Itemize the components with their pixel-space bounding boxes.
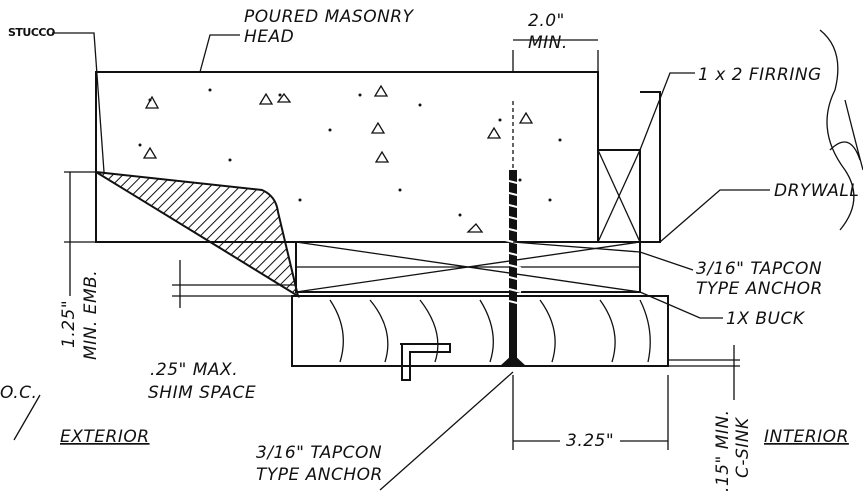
label-embed: 1.25" bbox=[59, 300, 79, 348]
drywall bbox=[640, 91, 661, 243]
label-3-25: 3.25" bbox=[566, 431, 614, 451]
aggregate-triangles bbox=[142, 84, 534, 233]
label-csink-min: .15" MIN. bbox=[713, 409, 733, 492]
label-type-anchor-right: TYPE ANCHOR bbox=[696, 279, 823, 299]
window-frame-hook bbox=[400, 343, 451, 381]
label-2in-min: MIN. bbox=[528, 33, 568, 53]
label-2in: 2.0" bbox=[528, 11, 565, 31]
tapcon-anchor bbox=[500, 100, 526, 366]
label-masonry-head: HEAD bbox=[244, 27, 294, 47]
label-exterior: EXTERIOR bbox=[60, 427, 150, 447]
dimension-csink bbox=[668, 345, 740, 400]
shim-space bbox=[295, 241, 641, 293]
label-min-embed: MIN. EMB. bbox=[81, 270, 101, 360]
aggregate-marks bbox=[138, 88, 562, 217]
label-poured-masonry: POURED MASONRY bbox=[244, 7, 415, 27]
dimension-embed bbox=[64, 171, 96, 296]
stucco-layer bbox=[95, 171, 300, 299]
furring-strip bbox=[597, 149, 641, 243]
label-tapcon-right: 3/16" TAPCON bbox=[696, 259, 822, 279]
label-shim-space: SHIM SPACE bbox=[148, 383, 256, 403]
label-csink: C-SINK bbox=[733, 416, 753, 478]
leader-lines bbox=[13, 32, 770, 491]
label-type-anchor-bottom: TYPE ANCHOR bbox=[256, 465, 383, 485]
dimension-3-25 bbox=[512, 375, 669, 450]
label-tapcon-bottom: 3/16" TAPCON bbox=[256, 443, 382, 463]
label-furring: 1 x 2 FIRRING bbox=[698, 65, 822, 85]
label-shim-max: .25" MAX. bbox=[150, 360, 238, 380]
label-buck: 1X BUCK bbox=[726, 309, 806, 329]
label-oc: O.C. bbox=[0, 383, 37, 403]
label-stucco: STUCCO bbox=[8, 26, 55, 39]
label-interior: INTERIOR bbox=[764, 427, 849, 447]
label-drywall: DRYWALL bbox=[774, 181, 859, 201]
signature-scribble bbox=[819, 29, 863, 231]
dimension-2in bbox=[512, 39, 599, 72]
wood-buck bbox=[291, 295, 669, 367]
dimension-shim bbox=[172, 260, 296, 308]
